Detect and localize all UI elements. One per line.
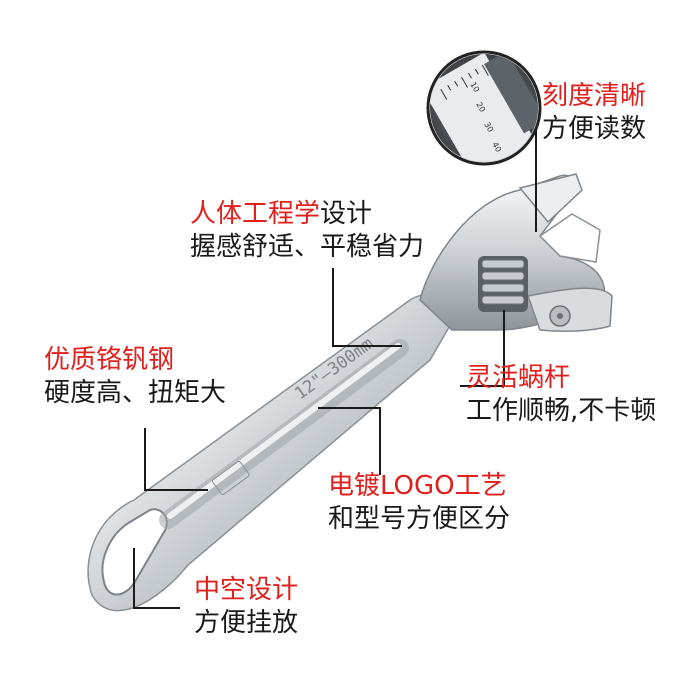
svg-text:30: 30 bbox=[482, 121, 495, 134]
logo-engraving bbox=[212, 460, 250, 495]
ergonomic-leader bbox=[332, 268, 402, 347]
svg-text:10: 10 bbox=[468, 81, 481, 94]
engraving: 12"—300mm bbox=[291, 334, 377, 404]
callout-hollow-title: 中空设计 bbox=[194, 575, 299, 605]
callout-steel-desc: 硬度高、扭矩大 bbox=[44, 377, 227, 408]
callout-worm: 灵活蜗杆 工作顺畅,不卡顿 bbox=[466, 362, 656, 427]
wrench-head bbox=[419, 173, 613, 332]
callout-logo-title: 电镀LOGO工艺 bbox=[328, 471, 507, 501]
callout-scale: 刻度清晰 方便读数 bbox=[542, 80, 646, 145]
hollow-leader bbox=[133, 548, 180, 609]
callout-ergonomic-title: 人体工程学设计 bbox=[190, 198, 424, 231]
callout-scale-desc: 方便读数 bbox=[542, 113, 647, 144]
callout-steel: 优质铬钒钢 硬度高、扭矩大 bbox=[44, 344, 226, 409]
size-engraving: 12"—300mm bbox=[291, 334, 377, 404]
callout-logo: 电镀LOGO工艺 和型号方便区分 bbox=[328, 470, 510, 535]
logo-leader bbox=[318, 407, 381, 475]
ruler-tick-labels: 10 20 30 40 bbox=[468, 81, 503, 154]
wrench-handle bbox=[87, 293, 454, 612]
callout-ergonomic-title-red: 人体工程学 bbox=[190, 199, 321, 229]
callout-hollow: 中空设计 方便挂放 bbox=[194, 574, 298, 639]
svg-text:40: 40 bbox=[490, 141, 503, 154]
callout-worm-title: 灵活蜗杆 bbox=[466, 363, 571, 393]
callout-scale-title: 刻度清晰 bbox=[542, 81, 647, 111]
svg-text:20: 20 bbox=[474, 101, 487, 114]
scale-magnifier: 10 20 30 40 bbox=[426, 50, 542, 166]
callout-ergonomic-desc: 握感舒适、平稳省力 bbox=[190, 231, 425, 262]
worm-gear bbox=[478, 256, 571, 327]
callout-worm-desc: 工作顺畅,不卡顿 bbox=[466, 395, 657, 426]
callout-ergonomic-title-plain: 设计 bbox=[320, 199, 373, 229]
callout-ergonomic: 人体工程学设计 握感舒适、平稳省力 bbox=[190, 198, 424, 263]
callout-hollow-desc: 方便挂放 bbox=[194, 607, 299, 638]
callout-logo-desc: 和型号方便区分 bbox=[328, 503, 511, 534]
steel-leader bbox=[144, 428, 208, 491]
callout-steel-title: 优质铬钒钢 bbox=[44, 345, 175, 375]
